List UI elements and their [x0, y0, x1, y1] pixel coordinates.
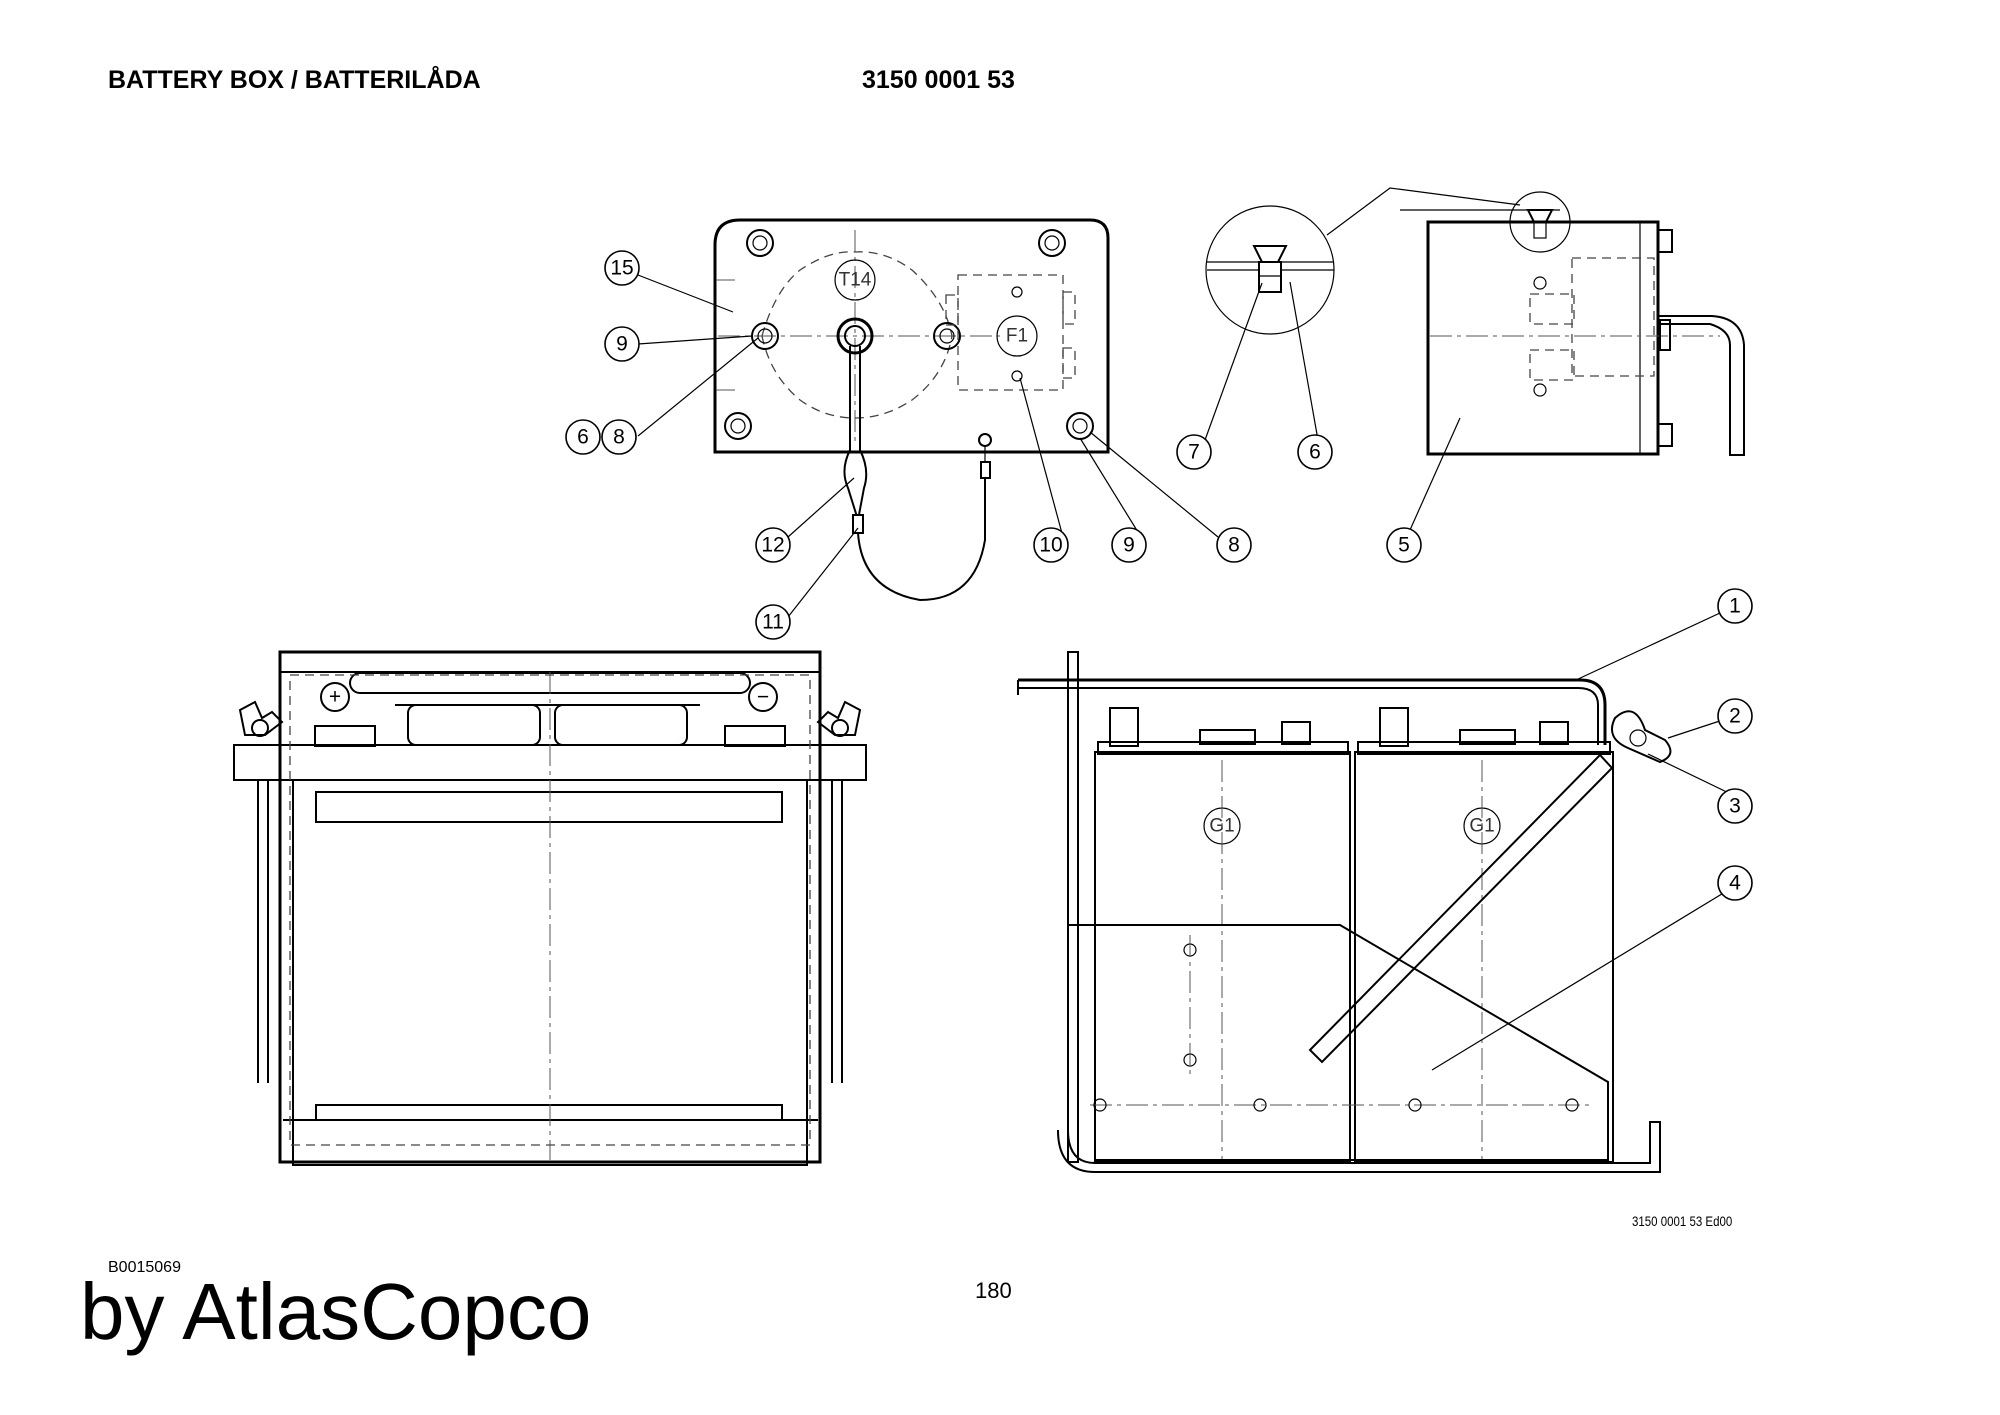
- wing-nut-right: [816, 700, 862, 737]
- callouts: 15 9 6 8 12 11 10 9: [565, 250, 1753, 901]
- svg-text:15: 15: [610, 257, 633, 280]
- document-reference: B0015069: [108, 1259, 181, 1276]
- svg-text:12: 12: [761, 534, 784, 557]
- callout-12: 12: [755, 527, 791, 563]
- callout-8b: 8: [1216, 527, 1252, 563]
- callout-9b: 9: [1111, 527, 1147, 563]
- wing-nut-left: [238, 700, 284, 737]
- callout-9: 9: [604, 326, 640, 362]
- svg-text:2: 2: [1729, 705, 1741, 728]
- svg-text:1: 1: [1729, 595, 1741, 618]
- part-number: 3150 0001 53: [862, 66, 1015, 94]
- callout-2: 2: [1717, 698, 1753, 734]
- svg-text:7: 7: [1188, 441, 1200, 464]
- svg-text:11: 11: [762, 611, 784, 634]
- svg-text:9: 9: [1123, 534, 1135, 557]
- callout-5: 5: [1386, 527, 1422, 563]
- callout-11: 11: [755, 604, 791, 640]
- callout-4: 4: [1717, 865, 1753, 901]
- callout-6b: 6: [1297, 434, 1333, 470]
- svg-text:6: 6: [1309, 441, 1321, 464]
- callout-7: 7: [1176, 434, 1212, 470]
- callout-15: 15: [604, 250, 640, 286]
- front-view: + −: [233, 650, 867, 1166]
- callout-6: 6: [565, 419, 601, 455]
- callout-10: 10: [1033, 527, 1069, 563]
- svg-text:5: 5: [1398, 534, 1410, 557]
- brand-text: by AtlasCopco: [80, 1267, 592, 1356]
- svg-text:6: 6: [577, 426, 589, 449]
- terminal-plus: +: [329, 686, 341, 709]
- svg-text:4: 4: [1729, 872, 1741, 895]
- svg-text:8: 8: [1228, 534, 1240, 557]
- ref-t14: T14: [839, 270, 872, 291]
- section-view: G1 G1: [1017, 651, 1672, 1173]
- callout-3: 3: [1717, 788, 1753, 824]
- terminal-minus: −: [757, 686, 769, 709]
- page-title: BATTERY BOX / BATTERILÅDA: [108, 66, 481, 94]
- svg-text:3: 3: [1729, 795, 1741, 818]
- top-view: [713, 218, 1110, 602]
- side-view: [1426, 191, 1745, 456]
- drawing-code: 3150 0001 53 Ed00: [1632, 1213, 1733, 1229]
- svg-text:9: 9: [616, 333, 628, 356]
- callout-1: 1: [1717, 588, 1753, 624]
- svg-text:8: 8: [613, 426, 625, 449]
- page-number: 180: [975, 1278, 1012, 1303]
- svg-text:10: 10: [1039, 534, 1062, 557]
- screw-detail: [1205, 187, 1560, 335]
- ref-f1: F1: [1006, 326, 1028, 347]
- callout-8: 8: [601, 419, 637, 455]
